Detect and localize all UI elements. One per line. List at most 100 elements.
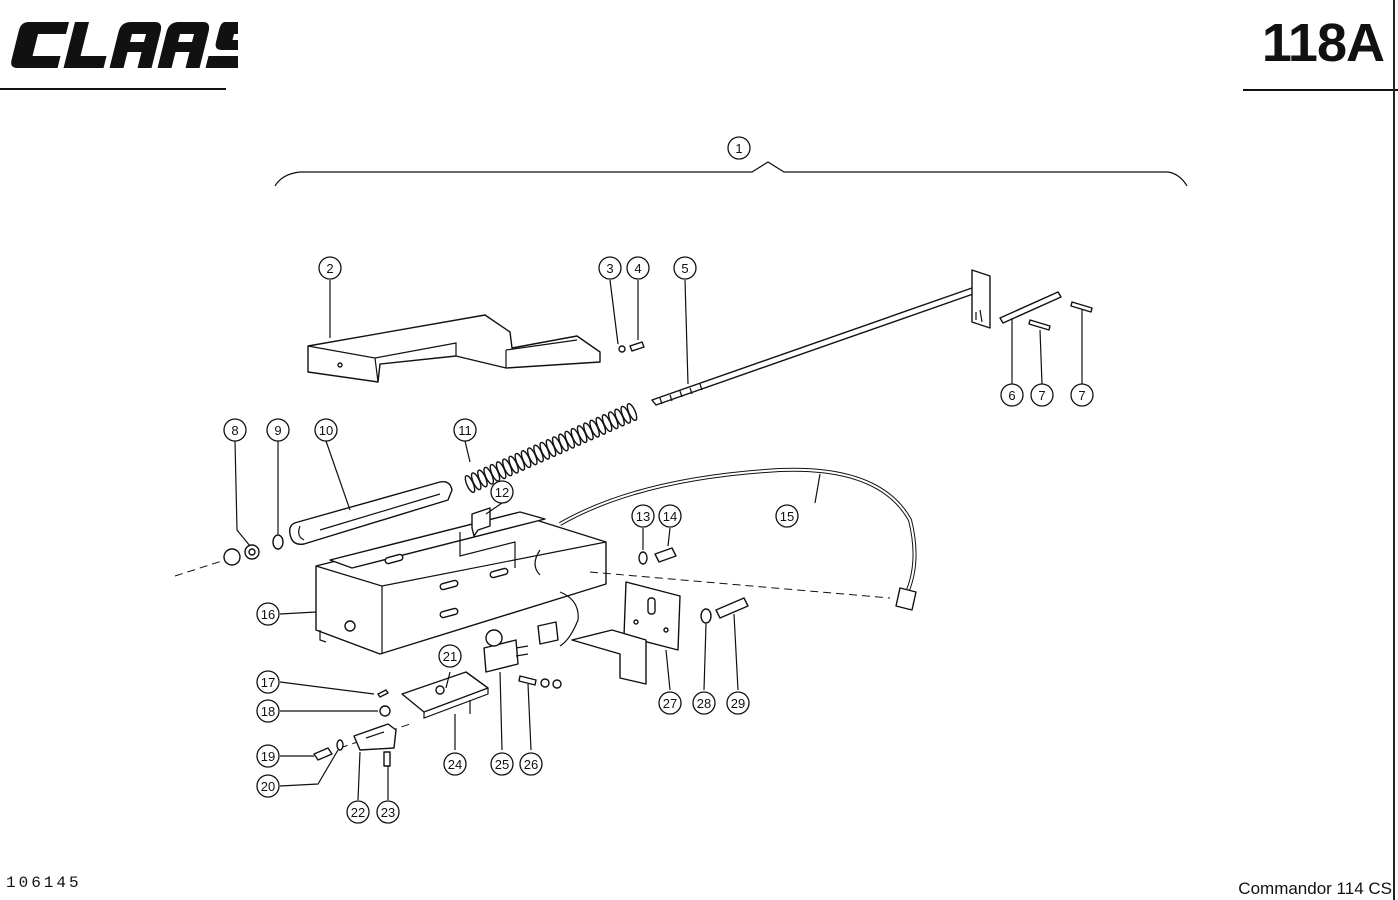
callout-label: 26 xyxy=(524,757,538,772)
header-rule-right xyxy=(1243,89,1398,91)
part-washer-26 xyxy=(540,678,550,688)
part-bolt-19 xyxy=(313,747,333,761)
callout-29: 29 xyxy=(726,691,750,715)
callout-label: 2 xyxy=(326,261,333,276)
callout-circle xyxy=(256,744,280,768)
callout-9: 9 xyxy=(266,418,290,442)
callout-label: 14 xyxy=(663,509,677,524)
part-bolt-14 xyxy=(654,547,677,563)
assembly-brace xyxy=(274,161,1188,187)
part-screw-4 xyxy=(629,341,645,352)
callout-label: 24 xyxy=(448,757,462,772)
callout-label: 11 xyxy=(458,423,472,438)
callout-label: 21 xyxy=(443,649,457,664)
part-lever xyxy=(288,480,453,545)
callout-label: 17 xyxy=(261,675,275,690)
callout-label: 7 xyxy=(1038,388,1045,403)
axis-line-left xyxy=(174,559,226,577)
callout-20: 20 xyxy=(256,774,280,798)
callout-24: 24 xyxy=(443,752,467,776)
callout-circle xyxy=(658,504,682,528)
callout-circle xyxy=(314,418,338,442)
callout-label: 29 xyxy=(731,696,745,711)
callout-label: 9 xyxy=(274,423,281,438)
callout-19: 19 xyxy=(256,744,280,768)
callout-label: 28 xyxy=(697,696,711,711)
callout-label: 22 xyxy=(351,805,365,820)
callout-7: 7 xyxy=(1070,383,1094,407)
part-washer-28 xyxy=(700,608,712,624)
part-washer-9 xyxy=(272,534,284,550)
part-screw-23 xyxy=(383,751,391,767)
callout-14: 14 xyxy=(658,504,682,528)
callout-label: 3 xyxy=(606,261,613,276)
callout-circle xyxy=(443,752,467,776)
part-rod xyxy=(651,269,991,406)
callout-16: 16 xyxy=(256,602,280,626)
callout-label: 15 xyxy=(780,509,794,524)
callout-circle xyxy=(631,504,655,528)
drawing-number: 106145 xyxy=(6,874,82,892)
part-pin-17 xyxy=(377,689,389,698)
callout-label: 19 xyxy=(261,749,275,764)
callout-label: 1 xyxy=(735,141,742,156)
part-plate xyxy=(623,581,681,651)
callout-23: 23 xyxy=(376,800,400,824)
part-cable xyxy=(559,467,917,611)
callout-circle xyxy=(1030,383,1054,407)
part-washer-20 xyxy=(336,739,344,751)
callout-label: 10 xyxy=(319,423,333,438)
callout-circle xyxy=(256,670,280,694)
callout-label: 18 xyxy=(261,704,275,719)
callout-11: 11 xyxy=(453,418,477,442)
callout-circle xyxy=(346,800,370,824)
callout-label: 13 xyxy=(636,509,650,524)
callout-circle xyxy=(519,752,543,776)
part-mounting-plate xyxy=(401,671,489,719)
callout-circle xyxy=(1000,383,1024,407)
callout-5: 5 xyxy=(673,256,697,280)
callout-10: 10 xyxy=(314,418,338,442)
part-clevis xyxy=(353,723,397,751)
callout-12: 12 xyxy=(490,480,514,504)
callout-circle xyxy=(673,256,697,280)
callout-circle xyxy=(658,691,682,715)
callout-circle xyxy=(256,774,280,798)
callout-7: 7 xyxy=(1030,383,1054,407)
callout-label: 5 xyxy=(681,261,688,276)
callout-label: 4 xyxy=(634,261,641,276)
callout-circle xyxy=(266,418,290,442)
callout-label: 23 xyxy=(381,805,395,820)
frame-border xyxy=(1393,0,1395,900)
callout-circle xyxy=(223,418,247,442)
callout-label: 8 xyxy=(231,423,238,438)
callout-circle xyxy=(775,504,799,528)
part-pin-7b xyxy=(1070,301,1093,313)
callout-13: 13 xyxy=(631,504,655,528)
part-switch xyxy=(483,629,529,673)
leader-lines xyxy=(234,279,1083,801)
callout-26: 26 xyxy=(519,752,543,776)
spring-coil xyxy=(626,402,638,422)
callout-17: 17 xyxy=(256,670,280,694)
part-washer-18 xyxy=(379,705,391,717)
part-nut-8 xyxy=(223,544,260,566)
part-switch-bracket xyxy=(537,591,647,685)
callout-circle xyxy=(256,699,280,723)
callout-circle xyxy=(490,480,514,504)
part-bolt-29 xyxy=(715,597,749,619)
part-pin-6 xyxy=(999,291,1062,324)
callout-4: 4 xyxy=(626,256,650,280)
model-name: Commandor 114 CS xyxy=(1238,879,1392,898)
callout-3: 3 xyxy=(598,256,622,280)
callout-8: 8 xyxy=(223,418,247,442)
axis-line-cable xyxy=(589,571,891,599)
callout-circle xyxy=(1070,383,1094,407)
callout-circle xyxy=(453,418,477,442)
part-nut-26 xyxy=(552,679,562,689)
part-screw-26 xyxy=(518,675,537,686)
callout-2: 2 xyxy=(318,256,342,280)
callout-15: 15 xyxy=(775,504,799,528)
callout-22: 22 xyxy=(346,800,370,824)
